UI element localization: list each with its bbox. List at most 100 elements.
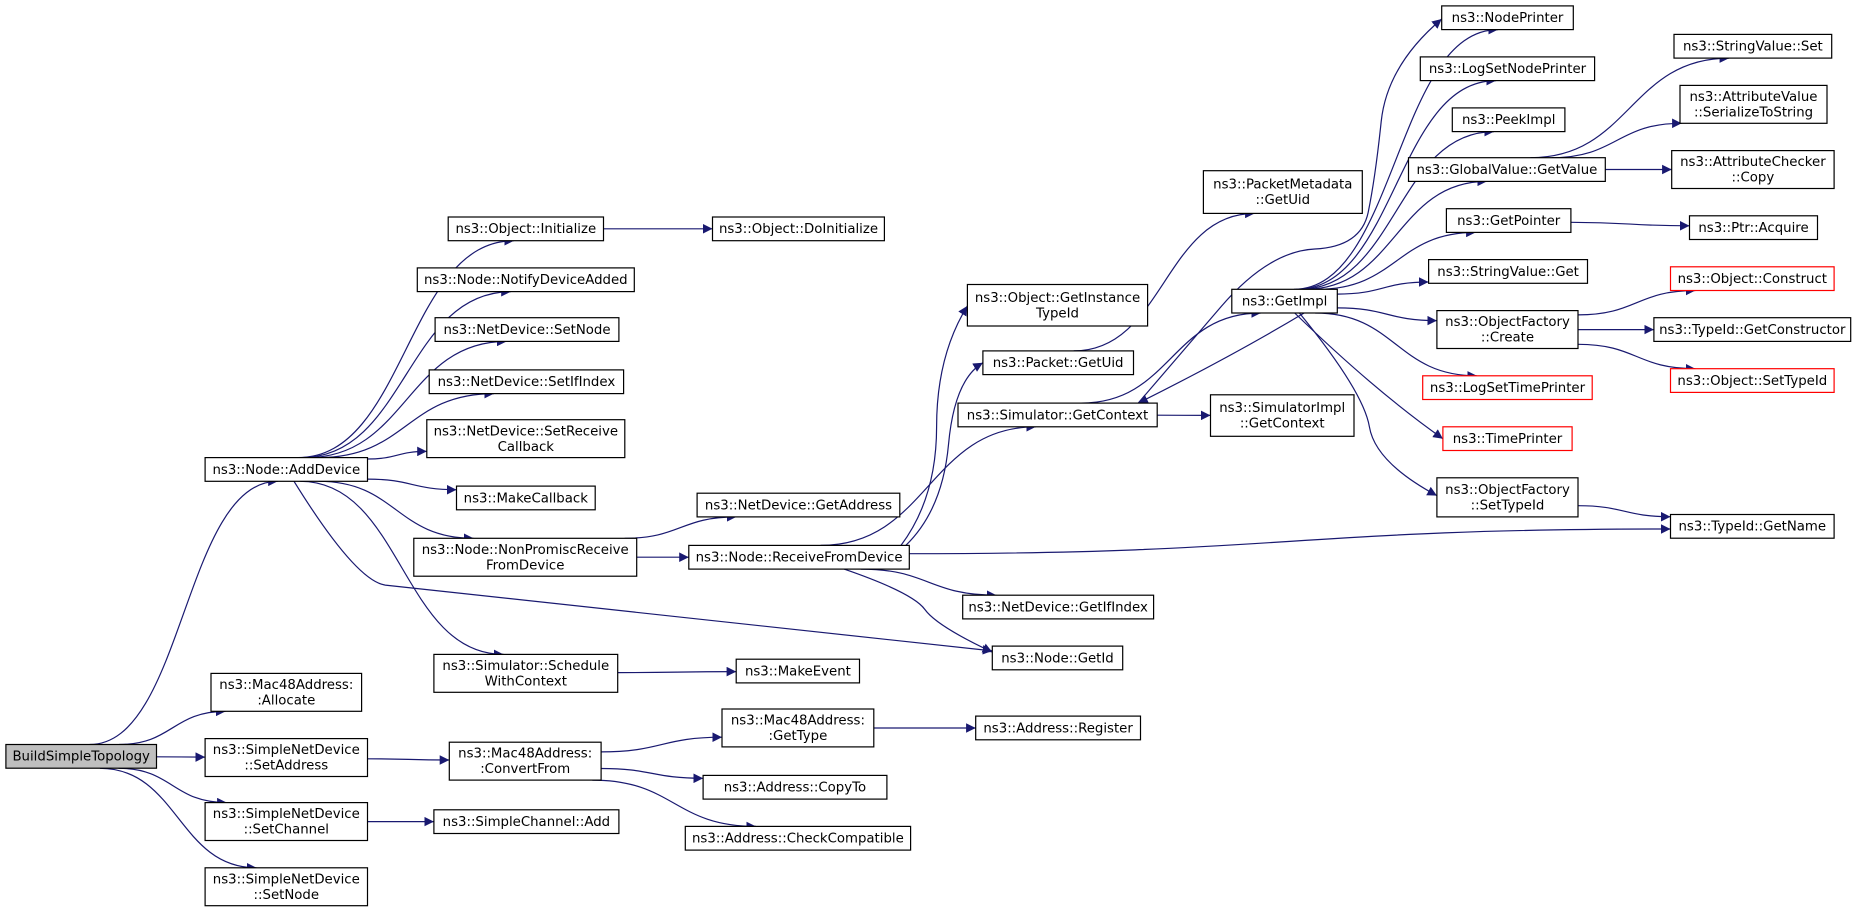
node-net-device-set-node[interactable]: ns3::NetDevice::SetNode (434, 317, 620, 343)
node-time-printer[interactable]: ns3::TimePrinter (1442, 426, 1573, 452)
node-object-factory-set-type-id[interactable]: ns3::ObjectFactory::SetTypeId (1436, 477, 1579, 518)
edge-node-receive-from-device-to-node-get-id (843, 568, 993, 653)
node-net-device-get-address[interactable]: ns3::NetDevice::GetAddress (696, 492, 901, 518)
node-node-notify-device-added[interactable]: ns3::Node::NotifyDeviceAdded (416, 267, 635, 293)
node-label: ns3::Ptr::Acquire (1698, 221, 1808, 236)
node-mac48-get-type[interactable]: ns3::Mac48Address::GetType (721, 708, 875, 748)
node-label: ns3::NodePrinter (1452, 11, 1564, 26)
node-address-check-compatible[interactable]: ns3::Address::CheckCompatible (684, 825, 912, 851)
node-box (204, 867, 369, 907)
node-label: ns3::GetImpl (1242, 295, 1327, 310)
edge-node-add-device-to-node-notify-device-added (301, 286, 511, 459)
edge-snd-set-address-to-mac48-convert-from (367, 755, 450, 765)
node-type-id-get-constructor[interactable]: ns3::TypeId::GetConstructor (1653, 317, 1852, 343)
node-label: ns3::NetDevice::SetReceive (434, 424, 618, 439)
node-attribute-value-serialize-to-string[interactable]: ns3::AttributeValue::SerializeToString (1679, 84, 1828, 124)
node-label: ns3::AttributeChecker (1680, 155, 1826, 170)
node-label: ::SetTypeId (1471, 498, 1545, 513)
node-box (1202, 170, 1363, 214)
node-node-add-device[interactable]: ns3::Node::AddDevice (204, 457, 369, 482)
node-box (428, 369, 625, 395)
node-snd-set-channel[interactable]: ns3::SimpleNetDevice::SetChannel (204, 801, 369, 842)
edge-node-non-promisc-receive-from-device-to-net-device-get-address (624, 512, 737, 539)
node-global-value-get-value[interactable]: ns3::GlobalValue::GetValue (1407, 157, 1606, 182)
node-get-pointer[interactable]: ns3::GetPointer (1445, 208, 1572, 233)
node-build-simple-topology[interactable]: BuildSimpleTopology (5, 743, 158, 769)
node-packet-get-uid[interactable]: ns3::Packet::GetUid (982, 350, 1135, 376)
node-node-get-id[interactable]: ns3::Node::GetId (991, 645, 1124, 671)
node-node-printer[interactable]: ns3::NodePrinter (1441, 5, 1574, 31)
node-box (982, 350, 1135, 376)
node-label: ns3::Object::DoInitialize (719, 222, 878, 237)
node-label: ns3::NetDevice::SetIfIndex (438, 375, 616, 390)
node-label: ns3::MakeCallback (464, 491, 589, 506)
node-box (1679, 84, 1828, 124)
node-box (434, 317, 620, 343)
node-box (721, 708, 875, 748)
node-label: ns3::Node::ReceiveFromDevice (696, 551, 903, 566)
node-box (433, 653, 619, 693)
node-snd-set-address[interactable]: ns3::SimpleNetDevice::SetAddress (204, 737, 369, 778)
node-label: ns3::ObjectFactory (1445, 315, 1570, 330)
edge-node-receive-from-device-to-simulator-get-context (820, 422, 1037, 546)
node-box (1669, 266, 1835, 292)
node-object-set-type-id[interactable]: ns3::Object::SetTypeId (1669, 368, 1835, 394)
node-ptr-acquire[interactable]: ns3::Ptr::Acquire (1688, 215, 1819, 241)
node-label: ns3::Object::GetInstance (975, 291, 1140, 306)
edge-mac48-convert-from-to-address-check-compatible (592, 779, 756, 832)
node-object-factory-create[interactable]: ns3::ObjectFactory::Create (1436, 310, 1579, 350)
node-type-id-get-name[interactable]: ns3::TypeId::GetName (1669, 513, 1835, 539)
node-object-construct[interactable]: ns3::Object::Construct (1669, 266, 1835, 292)
node-attribute-checker-copy[interactable]: ns3::AttributeChecker::Copy (1671, 150, 1835, 190)
node-simulator-get-context[interactable]: ns3::Simulator::GetContext (957, 402, 1158, 428)
edge-node-receive-from-device-to-packet-get-uid (905, 362, 984, 546)
node-net-device-get-if-index[interactable]: ns3::NetDevice::GetIfIndex (962, 594, 1155, 620)
node-packet-metadata-get-uid[interactable]: ns3::PacketMetadata::GetUid (1202, 170, 1363, 214)
node-box (1688, 215, 1819, 241)
node-string-value-get[interactable]: ns3::StringValue::Get (1427, 259, 1589, 284)
node-peek-impl[interactable]: ns3::PeekImpl (1451, 107, 1566, 133)
node-box (1671, 150, 1835, 190)
node-label: ns3::Object::Construct (1678, 272, 1827, 287)
node-make-event[interactable]: ns3::MakeEvent (735, 658, 861, 684)
edge-packet-get-uid-to-packet-metadata-get-uid (1073, 208, 1255, 352)
node-box (1427, 259, 1589, 284)
node-simple-channel-add[interactable]: ns3::SimpleChannel::Add (433, 809, 620, 835)
node-string-value-set[interactable]: ns3::StringValue::Set (1673, 33, 1833, 59)
edge-get-impl-to-log-set-node-printer (1295, 75, 1497, 290)
node-label: ::SerializeToString (1694, 105, 1813, 120)
node-label: ns3::ObjectFactory (1445, 483, 1570, 498)
node-label: ns3::PeekImpl (1462, 113, 1555, 128)
node-label: ns3::Object::Initialize (455, 222, 596, 237)
node-node-receive-from-device[interactable]: ns3::Node::ReceiveFromDevice (688, 544, 910, 570)
node-log-set-time-printer[interactable]: ns3::LogSetTimePrinter (1422, 375, 1593, 401)
node-object-initialize[interactable]: ns3::Object::Initialize (447, 216, 605, 242)
node-simulator-impl-get-context[interactable]: ns3::SimulatorImpl::GetContext (1209, 394, 1355, 437)
node-snd-set-node[interactable]: ns3::SimpleNetDevice::SetNode (204, 867, 369, 907)
node-make-callback[interactable]: ns3::MakeCallback (455, 485, 596, 511)
edge-build-simple-topology-to-snd-set-node (99, 767, 257, 873)
node-box (688, 544, 910, 570)
edge-node-receive-from-device-to-object-get-instance-type-id (900, 305, 968, 546)
node-label: ns3::GlobalValue::GetValue (1416, 163, 1597, 178)
edge-get-impl-to-simulator-get-context (1137, 312, 1305, 404)
node-label: ns3::Simulator::Schedule (442, 659, 609, 674)
node-label: :Allocate (257, 694, 315, 709)
node-box (433, 809, 620, 835)
node-label: ns3::StringValue::Get (1437, 265, 1579, 280)
node-net-device-set-if-index[interactable]: ns3::NetDevice::SetIfIndex (428, 369, 625, 395)
edge-node-add-device-to-net-device-set-receive-callback (367, 446, 427, 460)
edge-object-factory-create-to-object-construct (1577, 285, 1696, 316)
node-object-do-initialize[interactable]: ns3::Object::DoInitialize (711, 216, 885, 242)
node-address-copy-to[interactable]: ns3::Address::CopyTo (702, 774, 888, 800)
node-label: ns3::NetDevice::GetAddress (705, 498, 892, 513)
node-address-register[interactable]: ns3::Address::Register (975, 715, 1142, 741)
node-mac48-convert-from[interactable]: ns3::Mac48Address::ConvertFrom (448, 741, 602, 781)
node-get-impl[interactable]: ns3::GetImpl (1231, 288, 1338, 314)
node-mac48-allocate[interactable]: ns3::Mac48Address::Allocate (210, 672, 363, 712)
node-log-set-node-printer[interactable]: ns3::LogSetNodePrinter (1419, 56, 1596, 82)
